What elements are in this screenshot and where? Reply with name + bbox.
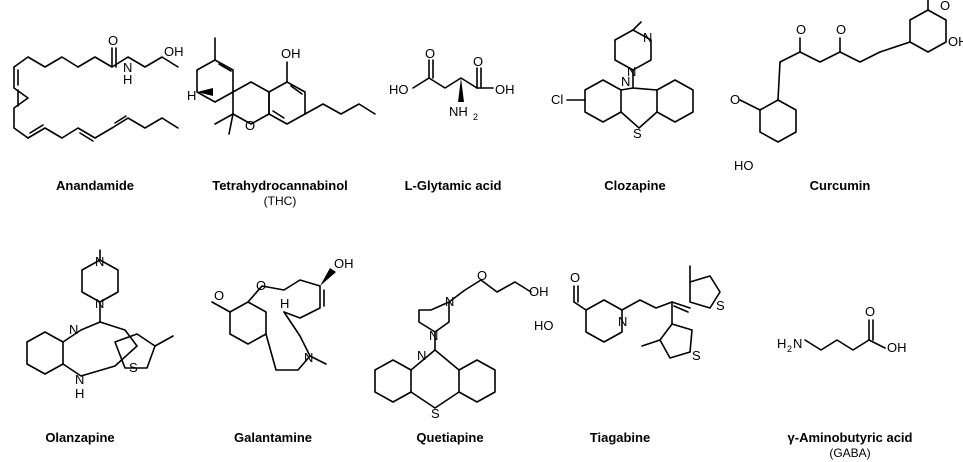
atom-h: H xyxy=(187,88,196,103)
structure-galantamine: OH O O N H xyxy=(200,250,370,410)
atom-h: H xyxy=(123,72,132,87)
atom-n-pip-top: N xyxy=(643,30,652,45)
atom-n-pip-bottom: N xyxy=(95,296,104,311)
atom-nh2: NH xyxy=(449,104,468,119)
atom-o-ketone-1: O xyxy=(836,22,846,37)
atom-nh-h: H xyxy=(75,386,84,401)
atom-n-ring: N xyxy=(621,74,630,89)
atom-o: O xyxy=(865,304,875,319)
label-olanzapine: Olanzapine xyxy=(45,430,115,445)
atom-nh2-sub: 2 xyxy=(473,112,478,122)
atom-s-top: S xyxy=(716,298,725,313)
atom-o-right: O xyxy=(473,54,483,69)
atom-n-pip-top: N xyxy=(445,294,454,309)
atom-o-furan: O xyxy=(256,278,266,293)
atom-oh: OH xyxy=(281,46,301,61)
atom-oh: OH xyxy=(887,340,907,355)
atom-ho-bottom: HO xyxy=(734,158,754,173)
atom-s: S xyxy=(431,406,440,421)
atom-n: N xyxy=(123,60,132,75)
atom-o: O xyxy=(570,270,580,285)
atom-n-ring: N xyxy=(417,348,426,363)
atom-h2n: H xyxy=(777,336,786,351)
atom-o-methoxy-top: O xyxy=(940,0,950,13)
label-thc: Tetrahydrocannabinol xyxy=(212,178,348,193)
atom-o-ketone-2: O xyxy=(796,22,806,37)
atom-n-ring: N xyxy=(69,322,78,337)
sublabel-thc: (THC) xyxy=(263,194,297,208)
structure-olanzapine: N N N N H S xyxy=(5,249,185,410)
label-glutamic-acid: L-Glytamic acid xyxy=(404,178,502,193)
atom-n: N xyxy=(618,314,627,329)
atom-oh: OH xyxy=(334,256,354,271)
atom-o-methoxy: O xyxy=(214,288,224,303)
structure-quetiapine: O OH N N N S xyxy=(355,250,549,421)
atom-ho: HO xyxy=(534,318,554,333)
atom-o-methoxy-bottom: O xyxy=(730,92,740,107)
atom-h: H xyxy=(280,296,289,311)
atom-n-pip-bottom: N xyxy=(429,328,438,343)
atom-oh-top: OH xyxy=(948,34,963,49)
structure-glutamic-acid: HO O O OH NH 2 xyxy=(385,46,525,130)
sublabel-gaba: (GABA) xyxy=(829,446,871,460)
structure-gaba: H 2 N O OH xyxy=(775,300,925,360)
label-clozapine: Clozapine xyxy=(604,178,666,193)
atom-s: S xyxy=(129,360,138,375)
label-galantamine: Galantamine xyxy=(233,430,313,445)
atom-h2n-n: N xyxy=(793,336,802,351)
atom-o-carbonyl: O xyxy=(108,33,118,48)
atom-o-ring: O xyxy=(245,118,255,133)
atom-h2n-sub: 2 xyxy=(787,344,792,354)
structure-anandamide: O N H OH xyxy=(0,0,190,170)
atom-nh: N xyxy=(75,372,84,387)
atom-ho: HO xyxy=(389,82,409,97)
label-tiagabine: Tiagabine xyxy=(589,430,651,445)
atom-o-ether: O xyxy=(477,268,487,283)
label-anandamide: Anandamide xyxy=(55,178,134,193)
structure-clozapine: N N N S Cl xyxy=(545,20,725,170)
atom-n-pip-top: N xyxy=(95,254,104,269)
structure-curcumin: O O OH HO O O xyxy=(720,0,963,175)
label-quetiapine: Quetiapine xyxy=(416,430,484,445)
label-gaba: γ-Aminobutyric acid xyxy=(787,430,913,445)
atom-s-bottom: S xyxy=(692,348,701,363)
structure-tiagabine: HO O N S S xyxy=(530,250,730,400)
atom-o-left: O xyxy=(425,46,435,61)
atom-oh: OH xyxy=(529,284,549,299)
atom-cl: Cl xyxy=(551,92,563,107)
atom-n-pip-bottom: N xyxy=(627,64,636,79)
atom-oh: OH xyxy=(164,44,184,59)
atom-s: S xyxy=(633,126,642,141)
atom-n: N xyxy=(304,350,313,365)
label-curcumin: Curcumin xyxy=(809,178,871,193)
structure-thc: OH O H xyxy=(185,20,376,170)
atom-oh: OH xyxy=(495,82,515,97)
